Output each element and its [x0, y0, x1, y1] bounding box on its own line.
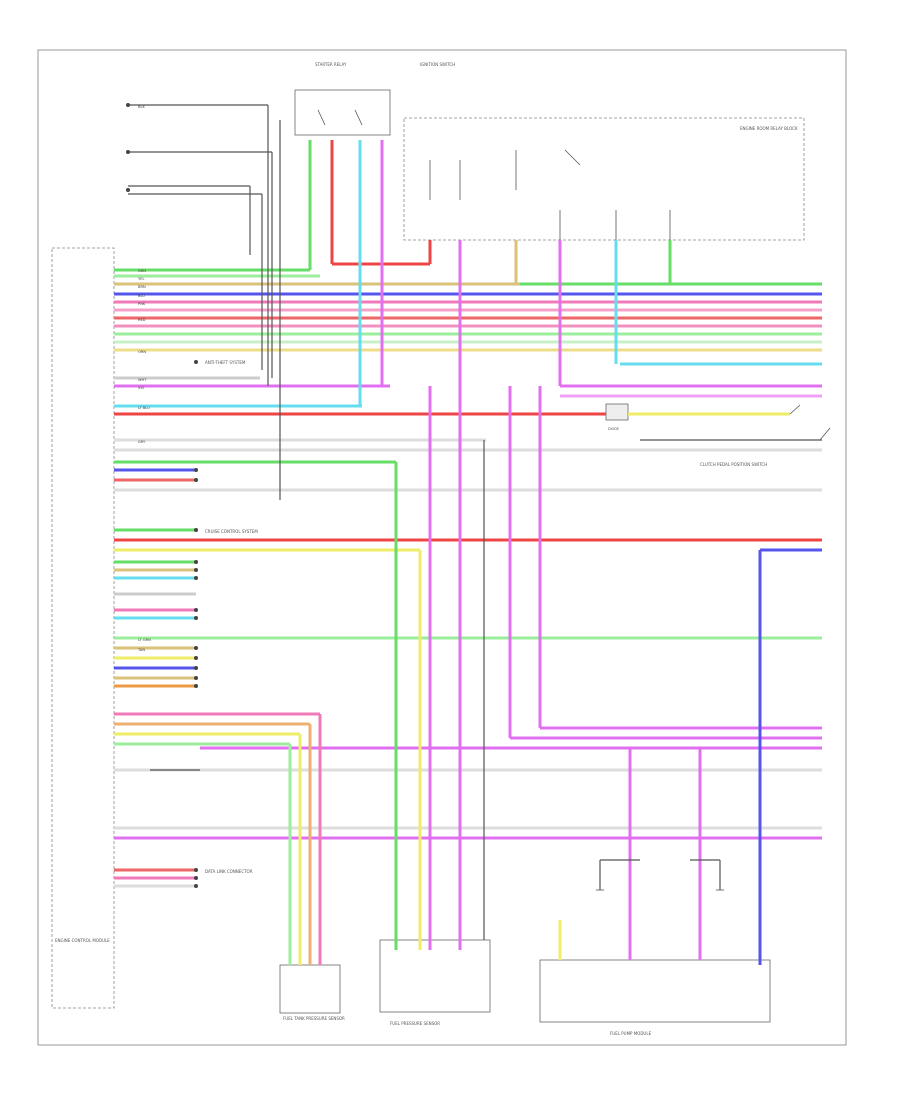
data-link-label: DATA LINK CONNECTOR [205, 869, 253, 874]
diode-label: DIODE [608, 427, 619, 431]
fuel-pump-sensor-box [279, 964, 341, 1014]
ecm-label: ENGINE CONTROL MODULE [55, 938, 110, 943]
relay-block [403, 117, 805, 241]
wire-label: YEL [138, 277, 144, 281]
wire-label: LT BLU [138, 406, 150, 410]
starter-relay-label: STARTER RELAY [315, 62, 347, 67]
wire-label: LT GRN [138, 638, 151, 642]
wire-color-labels: GRN YEL BRN BLU PNK RED ORN WHT GRY VIO … [137, 105, 151, 652]
clutch-sw-label: CLUTCH PEDAL POSITION SWITCH [700, 462, 767, 467]
wire-label: WHT [138, 378, 147, 382]
black-wires [128, 104, 822, 940]
wire-label: TAN [137, 648, 145, 652]
wire-label: BLK [138, 105, 145, 109]
wire-label: GRN [138, 269, 146, 273]
wire-label: PNK [138, 302, 146, 306]
fuel-pressure-sensor-label: FUEL PRESSURE SENSOR [390, 1021, 440, 1026]
diagram-frame [37, 49, 847, 1046]
wire-label: ORN [138, 350, 146, 354]
horizontal-wires [114, 268, 822, 888]
ecm-block [51, 247, 115, 1009]
fuel-pump-sensor-label: FUEL TANK PRESSURE SENSOR [283, 1016, 345, 1021]
fuel-pressure-sensor-box [379, 939, 491, 1013]
connector-dots [126, 103, 198, 888]
wire-label: VIO [138, 386, 145, 390]
relay-contacts [317, 109, 671, 240]
antitheft-label: ANTI-THEFT SYSTEM [205, 360, 246, 365]
starter-relay-box [294, 89, 391, 136]
wire-label: RED [138, 318, 146, 322]
cruise-label: CRUISE CONTROL SYSTEM [205, 529, 258, 534]
vertical-wires [288, 140, 762, 965]
wire-label: BLU [138, 294, 145, 298]
fuel-pump-module-label: FUEL PUMP MODULE [610, 1031, 652, 1036]
clutch-switch [789, 404, 831, 441]
ignition-sw-label: IGNITION SWITCH [420, 62, 455, 67]
diode-box [605, 403, 629, 421]
wire-label: BRN [138, 285, 146, 289]
wire-label: GRY [138, 440, 146, 444]
relay-block-label: ENGINE ROOM RELAY BLOCK [740, 126, 798, 131]
fuel-pump-module-box [539, 959, 771, 1023]
